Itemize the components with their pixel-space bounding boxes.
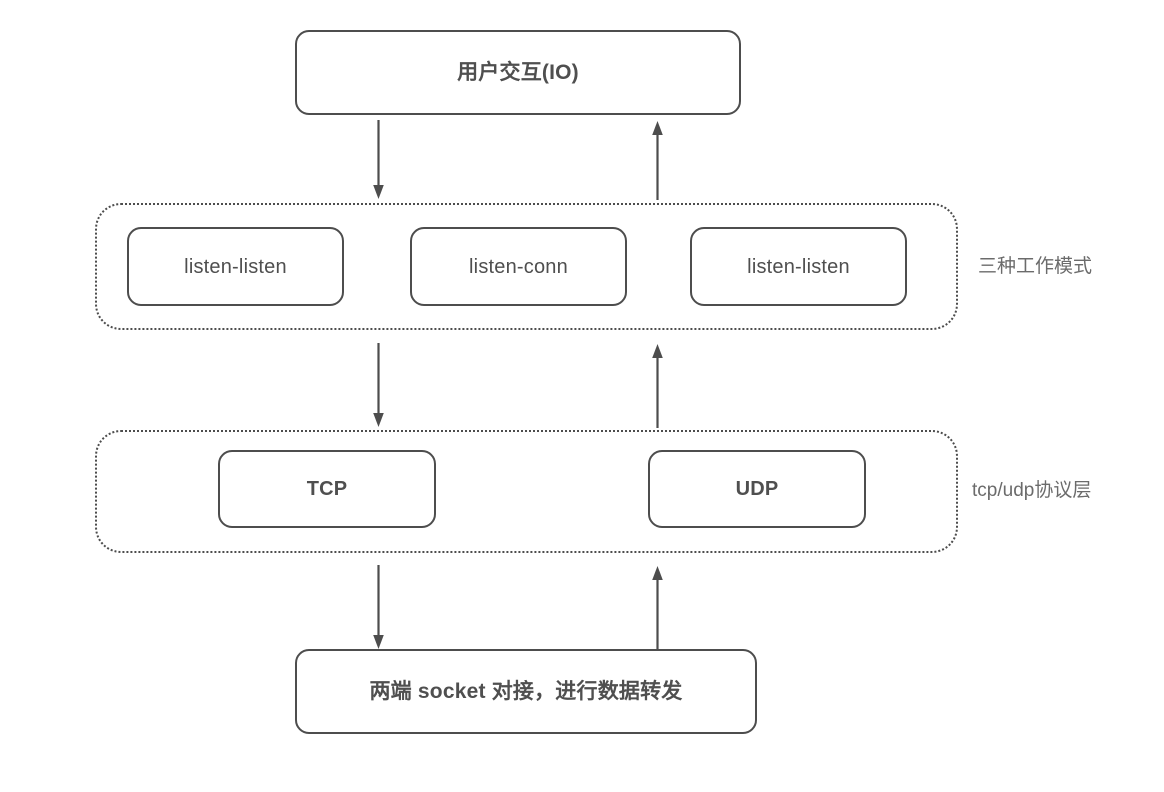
node-mode-0[interactable]: listen-listen <box>127 227 344 306</box>
node-mode-2-label: listen-listen <box>747 255 850 278</box>
node-mode-0-label: listen-listen <box>184 255 287 278</box>
group-working-modes <box>95 203 958 330</box>
node-protocol-udp[interactable]: UDP <box>648 450 866 528</box>
node-protocol-udp-label: UDP <box>735 478 779 500</box>
arrow-io-to-modes-down <box>370 120 387 200</box>
node-user-io-label: 用户交互(IO) <box>457 60 579 84</box>
node-protocol-tcp-label: TCP <box>306 478 348 500</box>
arrow-modes-to-protocol-down <box>370 343 387 428</box>
arrow-modes-to-io-up <box>649 120 666 200</box>
node-mode-2[interactable]: listen-listen <box>690 227 907 306</box>
node-user-io[interactable]: 用户交互(IO) <box>295 30 741 115</box>
node-socket-forward[interactable]: 两端 socket 对接，进行数据转发 <box>295 649 757 734</box>
arrow-socket-to-protocol-up <box>649 565 666 650</box>
annotation-protocol-layer: tcp/udp协议层 <box>972 480 1092 501</box>
arrow-protocol-to-modes-up <box>649 343 666 428</box>
node-socket-forward-label: 两端 socket 对接，进行数据转发 <box>369 679 683 703</box>
annotation-working-modes: 三种工作模式 <box>978 256 1093 277</box>
node-mode-1-label: listen-conn <box>469 255 568 278</box>
group-protocol-layer <box>95 430 958 553</box>
node-mode-1[interactable]: listen-conn <box>410 227 627 306</box>
arrow-protocol-to-socket-down <box>370 565 387 650</box>
node-protocol-tcp[interactable]: TCP <box>218 450 436 528</box>
